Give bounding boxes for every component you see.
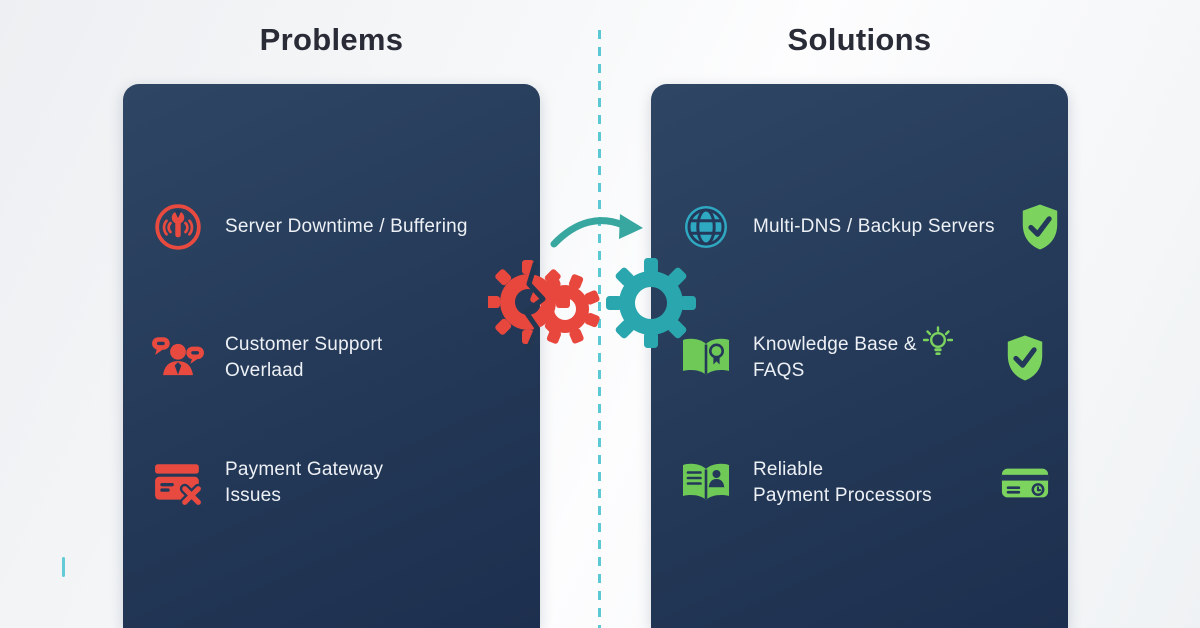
problem-row-payment-gateway: Payment Gateway Issues xyxy=(151,451,522,515)
shield-check-icon xyxy=(1015,202,1065,252)
solution-row-payment-processors: Reliable Payment Processors xyxy=(679,451,1050,515)
support-agent-icon xyxy=(151,334,205,382)
problem-row-customer-support: Customer Support Overlaad xyxy=(151,326,522,390)
credit-card-icon xyxy=(1000,465,1050,501)
solution-label: Knowledge Base & FAQS xyxy=(753,326,980,384)
lightbulb-icon xyxy=(922,326,953,355)
shield-check-icon xyxy=(1000,333,1050,383)
card-declined-icon xyxy=(151,461,205,505)
edge-accent-dash xyxy=(62,557,65,577)
book-badge-icon xyxy=(679,335,733,381)
transform-arrow-icon xyxy=(550,214,643,248)
book-person-icon xyxy=(679,460,733,506)
solutions-panel: Multi-DNS / Backup Servers Knowledge Bas… xyxy=(651,84,1068,628)
solution-row-knowledge-base: Knowledge Base & FAQS xyxy=(679,326,1050,390)
solutions-title: Solutions xyxy=(787,22,932,57)
globe-icon xyxy=(679,204,733,250)
solution-label: Reliable Payment Processors xyxy=(753,459,932,506)
problem-row-server-downtime: Server Downtime / Buffering xyxy=(151,195,522,259)
problem-label: Customer Support Overlaad xyxy=(225,334,383,381)
gear-icon xyxy=(606,258,696,348)
problems-panel: Server Downtime / Buffering Customer Sup… xyxy=(123,84,540,628)
broadcast-wrench-icon xyxy=(151,202,205,252)
broken-gears-icon xyxy=(488,260,600,352)
solution-label: Multi-DNS / Backup Servers xyxy=(753,216,995,237)
problem-label: Payment Gateway Issues xyxy=(225,459,384,506)
solution-row-multi-dns: Multi-DNS / Backup Servers xyxy=(679,195,1057,259)
problems-title: Problems xyxy=(259,22,404,57)
center-dashed-divider xyxy=(598,30,601,628)
problem-label: Server Downtime / Buffering xyxy=(225,216,468,237)
